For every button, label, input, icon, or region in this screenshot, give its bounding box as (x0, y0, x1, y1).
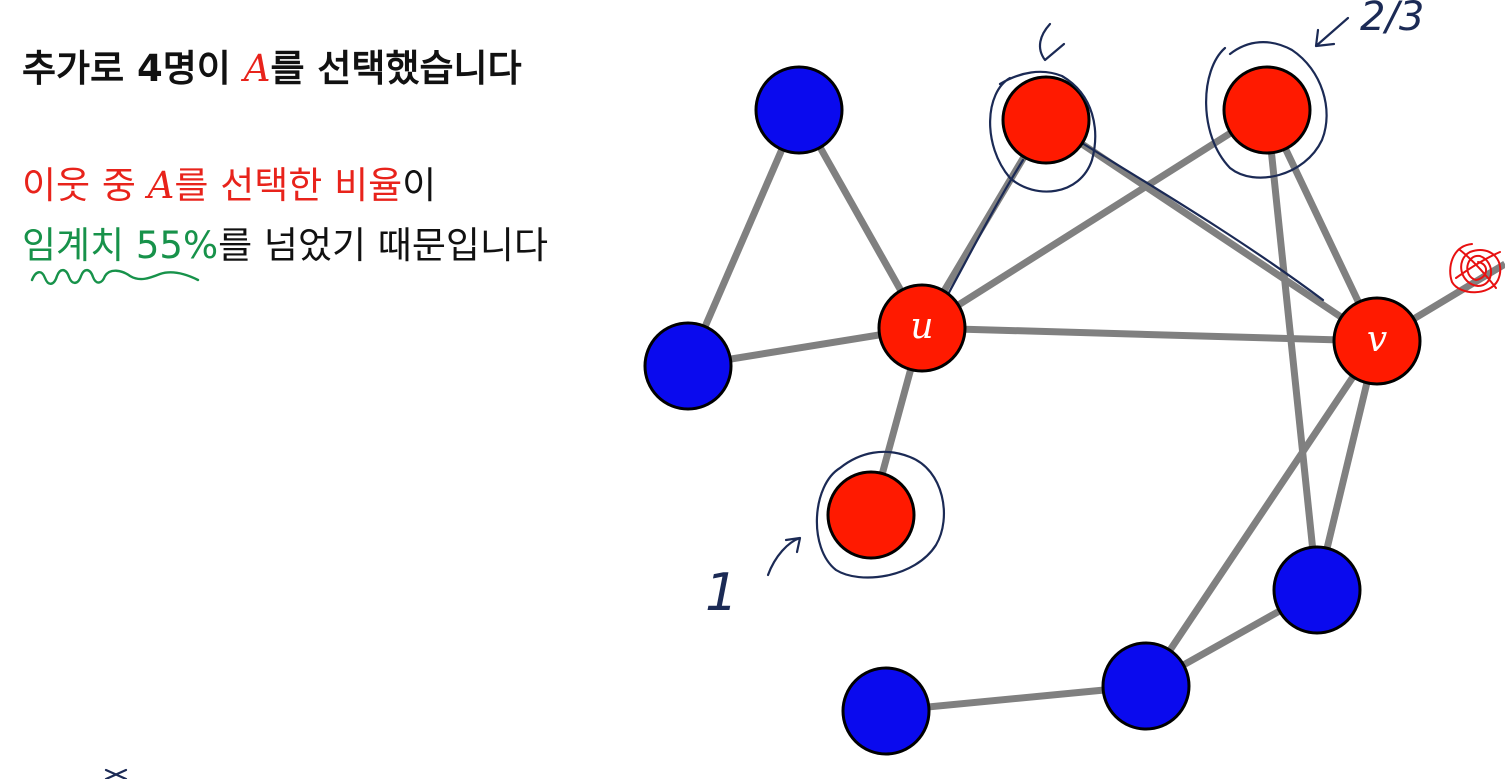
heading-suffix: 를 선택했습니다 (270, 47, 522, 90)
node-u: u (877, 283, 967, 373)
node-circle-u (877, 283, 967, 373)
hand-traced-edge (1080, 141, 1325, 302)
node-n2 (1001, 75, 1091, 165)
node-n7 (826, 470, 916, 560)
math-symbol-a: A (243, 47, 271, 90)
explanation-line-2: 임계치 55%를 넘었기 때문입니다 (22, 215, 548, 269)
node-circle-n3 (1222, 65, 1312, 155)
stray-mark (104, 768, 128, 779)
node-circle-v (1332, 296, 1422, 386)
node-label-u: u (910, 306, 933, 347)
fraction-annotation: 2/3 (1360, 0, 1424, 40)
node-n9 (1101, 641, 1191, 731)
neighbor-phrase: 이웃 중 (22, 164, 148, 207)
threshold-underline (30, 268, 200, 285)
node-n10 (841, 666, 931, 756)
edge-n2-v (1044, 117, 1379, 344)
slide-heading: 추가로 4명이 A를 선택했습니다 (22, 38, 522, 92)
red-scribble (1449, 243, 1502, 294)
hand-circle (1205, 41, 1328, 179)
node-circle-n10 (841, 666, 931, 756)
handwritten-annotations (30, 16, 1502, 779)
explanation-line-1: 이웃 중 A를 선택한 비율이 (22, 155, 436, 209)
one-annotation: 1 (705, 563, 738, 623)
ratio-phrase: 를 선택한 비율 (174, 164, 403, 207)
hand-circle (989, 70, 1097, 193)
hand-circle (815, 450, 945, 579)
arrow-mark (1314, 16, 1350, 48)
annotation-text-layer: 2/3 1 (705, 0, 1424, 623)
math-symbol-a: A (147, 164, 175, 207)
edge-u-v (921, 324, 1378, 345)
threshold-phrase: 임계치 55% (22, 224, 219, 267)
reason-phrase: 를 넘었기 때문입니다 (218, 224, 549, 267)
hand-traced-edge (944, 158, 1025, 300)
edge-n1-n4 (684, 108, 803, 368)
handwritten-annotations-under (944, 141, 1325, 302)
node-circle-n1 (754, 65, 844, 155)
node-n1 (754, 65, 844, 155)
node-circle-n9 (1101, 641, 1191, 731)
arrow-mark (766, 536, 802, 577)
node-circle-n4 (643, 321, 733, 411)
node-v: v (1332, 296, 1422, 386)
node-n4 (643, 321, 733, 411)
heading-prefix: 추가로 4명이 (22, 47, 244, 90)
subject-particle: 이 (402, 164, 437, 207)
edges-layer (684, 107, 1505, 715)
check-mark (1038, 22, 1066, 62)
node-circle-n2 (1001, 75, 1091, 165)
node-circle-n7 (826, 470, 916, 560)
node-n3 (1222, 65, 1312, 155)
edge-u-n3 (920, 107, 1269, 331)
node-label-v: v (1367, 319, 1387, 360)
node-circle-n8 (1272, 545, 1362, 635)
edge-v-n9 (1143, 339, 1380, 688)
node-n8 (1272, 545, 1362, 635)
edge-n3-n8 (1263, 109, 1321, 591)
